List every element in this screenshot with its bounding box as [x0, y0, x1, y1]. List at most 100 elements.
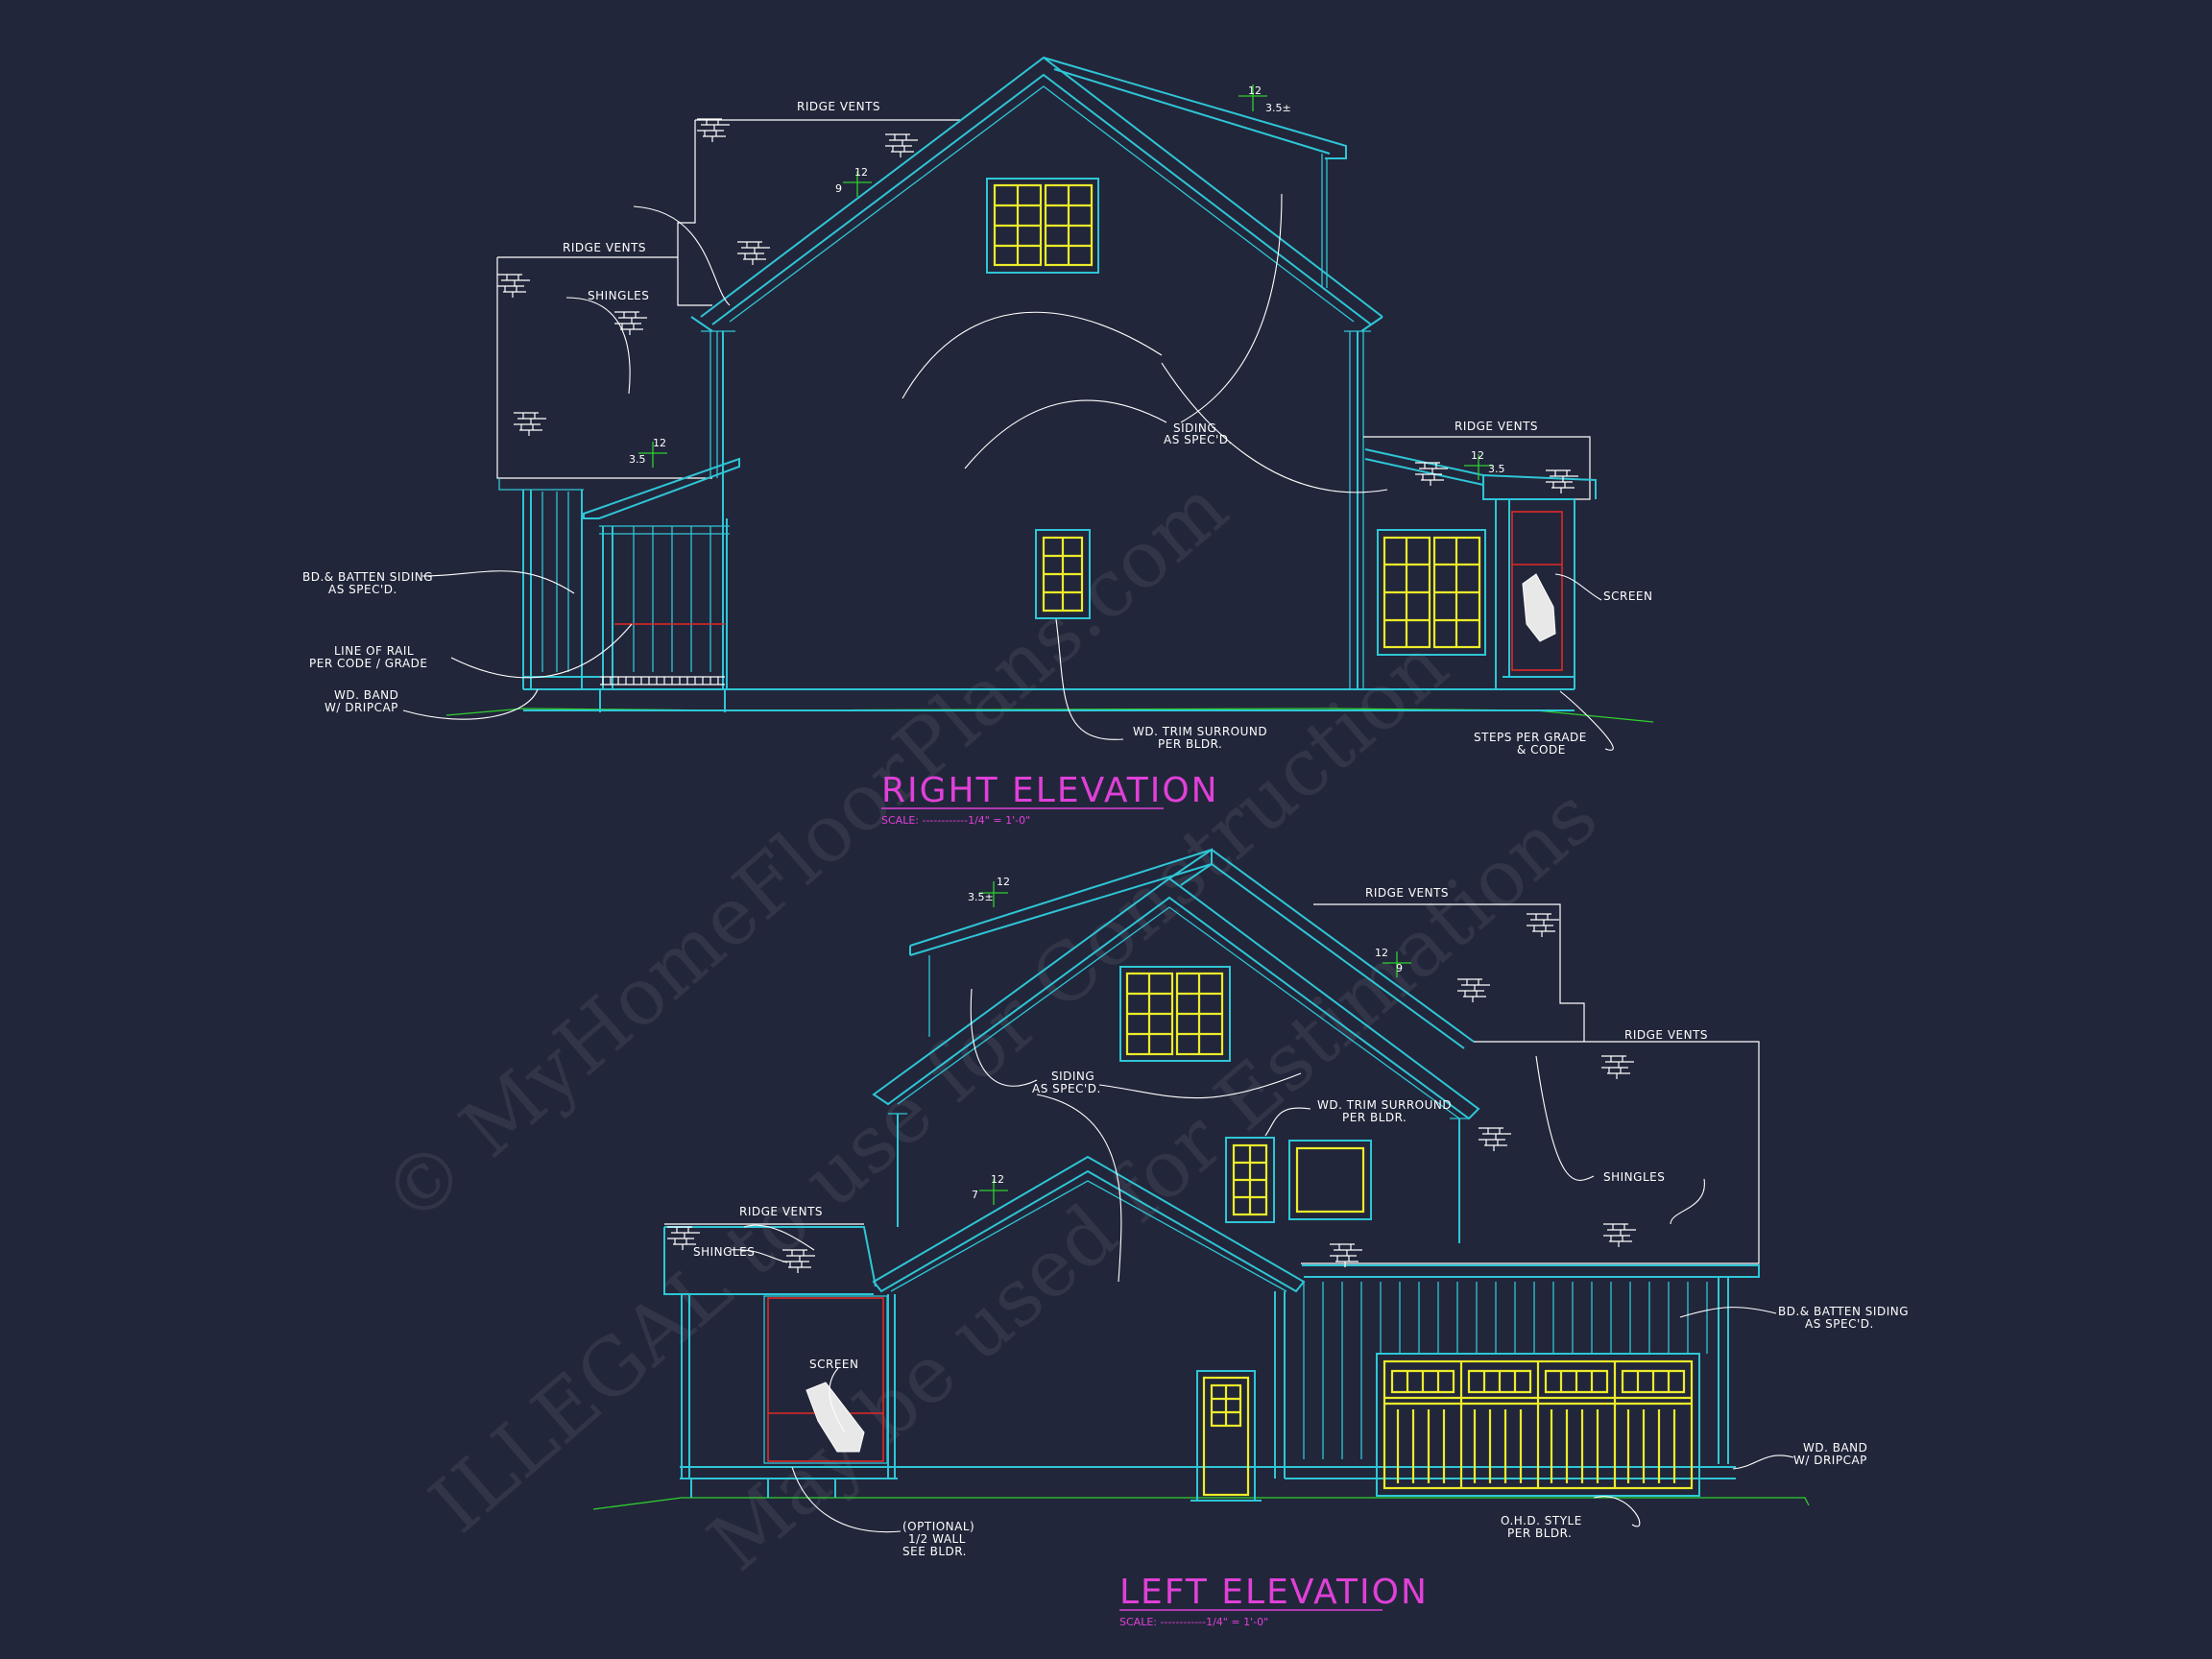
pitch-4-rise: 12 — [1471, 449, 1484, 462]
label-trim-1: WD. TRIM SURROUND — [1133, 725, 1267, 738]
label-steps-1: STEPS PER GRADE — [1474, 731, 1587, 744]
label-l-band-1: WD. BAND — [1803, 1441, 1867, 1455]
upper-wall-corner — [888, 1113, 1469, 1119]
porch-base-2 — [680, 1466, 893, 1498]
label-batten-2: AS SPEC'D. — [328, 583, 397, 596]
right-elevation-scale: SCALE: ------------1/4" = 1'-0" — [881, 814, 1030, 827]
screen-door — [1511, 511, 1563, 671]
main-wall-inner — [709, 331, 1364, 689]
label-band-1: WD. BAND — [334, 688, 398, 702]
porch-header — [599, 525, 730, 535]
label-l-trim-1: WD. TRIM SURROUND — [1317, 1098, 1452, 1112]
porch-posts — [522, 490, 728, 689]
label-ridge-vents-3: RIDGE VENTS — [1455, 420, 1538, 433]
leader-lines-2 — [729, 988, 1794, 1533]
side-door — [1190, 1370, 1262, 1502]
lower-right-roof — [1302, 1264, 1760, 1278]
right-wing-window — [1377, 529, 1486, 656]
label-l-ridge-vents-2: RIDGE VENTS — [1624, 1028, 1708, 1042]
main-gable-inner — [729, 85, 1355, 323]
lower-gable — [872, 1155, 1306, 1293]
pitch-symbols: 12 3.5± 12 9 12 3.5 12 3.5 — [629, 84, 1505, 480]
lower-left-roof — [663, 1226, 877, 1295]
main-gable-roof — [690, 56, 1383, 332]
label-l-siding-1: SIDING — [1051, 1070, 1094, 1083]
label-l-screen: SCREEN — [809, 1358, 858, 1371]
pitch-2-rise: 12 — [854, 166, 868, 179]
upper-gable-inner — [897, 906, 1460, 1119]
lower-wall-right — [1718, 1277, 1729, 1464]
screen-porch-base — [1503, 676, 1575, 690]
right-wing-wall — [1495, 499, 1575, 689]
upper-wall — [897, 1114, 1460, 1243]
base-line — [523, 688, 1575, 711]
label-trim-2: PER BLDR. — [1158, 737, 1222, 751]
left-elevation: 12 3.5± 12 9 12 7 RIDGE VENTS — [592, 848, 1909, 1628]
right-wing-outline — [1363, 436, 1591, 500]
label-l-ridge-vents-1: RIDGE VENTS — [1365, 886, 1449, 900]
main-wall — [722, 331, 1358, 689]
pitch-4-run: 3.5 — [1488, 463, 1505, 475]
label-l-ohd-1: O.H.D. STYLE — [1501, 1514, 1582, 1527]
lower-wall-mid — [1274, 1291, 1286, 1479]
label-shingles: SHINGLES — [588, 289, 649, 302]
label-l-shingles-1: SHINGLES — [693, 1245, 755, 1259]
pitch-1-rise: 12 — [1248, 84, 1262, 97]
porch-roof — [583, 457, 740, 519]
label-l-siding-2: AS SPEC'D. — [1032, 1082, 1101, 1095]
grade-line-2 — [592, 1497, 1810, 1510]
label-rail-1: LINE OF RAIL — [334, 644, 414, 658]
pitch-l2-rise: 12 — [1375, 947, 1388, 959]
label-batten-1: BD.& BATTEN SIDING — [302, 570, 433, 584]
label-siding-1: SIDING — [1173, 421, 1216, 435]
upper-gable-rear-ridge — [1168, 848, 1213, 886]
label-l-batten-2: AS SPEC'D. — [1805, 1317, 1874, 1331]
label-l-half-3: SEE BLDR. — [902, 1545, 967, 1558]
left-wing-outline — [496, 256, 712, 479]
left-elevation-title: LEFT ELEVATION — [1119, 1573, 1429, 1612]
left-elevation-scale: SCALE: ------------1/4" = 1'-0" — [1119, 1616, 1268, 1628]
label-band-2: W/ DRIPCAP — [325, 701, 398, 714]
label-l-batten-1: BD.& BATTEN SIDING — [1778, 1305, 1909, 1318]
lower-gable-inner — [890, 1180, 1287, 1292]
label-l-band-2: W/ DRIPCAP — [1793, 1454, 1867, 1467]
porch-roof-2 — [498, 478, 584, 491]
upper-right-wall — [1321, 154, 1328, 288]
label-l-ridge-vents-3: RIDGE VENTS — [739, 1205, 823, 1218]
pitch-3-run: 3.5 — [629, 453, 646, 466]
pitch-l1-rise: 12 — [997, 876, 1010, 888]
garage-battens — [1303, 1282, 1708, 1459]
right-elevation-title: RIGHT ELEVATION — [881, 771, 1219, 810]
narrow-window — [1225, 1137, 1275, 1223]
pitch-l3-run: 7 — [972, 1189, 978, 1201]
watermark-line-1: © MyHomeFloorPlans.com — [366, 462, 1245, 1243]
label-siding-2: AS SPEC'D. — [1164, 433, 1233, 446]
porch-deck — [600, 676, 725, 685]
upper-right-roof — [1043, 57, 1347, 159]
garage-door — [1376, 1353, 1700, 1497]
leader-lines — [402, 193, 1614, 751]
label-l-trim-2: PER BLDR. — [1342, 1111, 1407, 1124]
porch-battens — [541, 492, 711, 672]
screen-opening — [763, 1295, 888, 1464]
upper-wing-outline — [677, 119, 960, 306]
label-l-shingles-2: SHINGLES — [1603, 1170, 1665, 1184]
label-l-half-2: 1/2 WALL — [908, 1532, 966, 1546]
gable-window — [986, 178, 1099, 274]
watermark: © MyHomeFloorPlans.com ILLEGAL to use fo… — [366, 462, 1615, 1589]
label-steps-2: & CODE — [1517, 743, 1566, 757]
label-ridge-vents-1: RIDGE VENTS — [797, 100, 880, 113]
label-l-half-1: (OPTIONAL) — [902, 1520, 974, 1533]
pitch-l2-run: 9 — [1396, 962, 1403, 974]
upper-window-left — [1119, 966, 1231, 1062]
pitch-l1-run: 3.5± — [968, 891, 994, 903]
right-elevation: 12 3.5± 12 9 12 3.5 12 3.5 — [302, 56, 1654, 827]
pitch-3-rise: 12 — [653, 437, 666, 449]
porch-base — [523, 676, 726, 712]
label-screen: SCREEN — [1603, 589, 1652, 603]
label-ridge-vents-2: RIDGE VENTS — [563, 241, 646, 254]
pitch-l3-rise: 12 — [991, 1173, 1004, 1186]
square-window — [1288, 1140, 1372, 1220]
